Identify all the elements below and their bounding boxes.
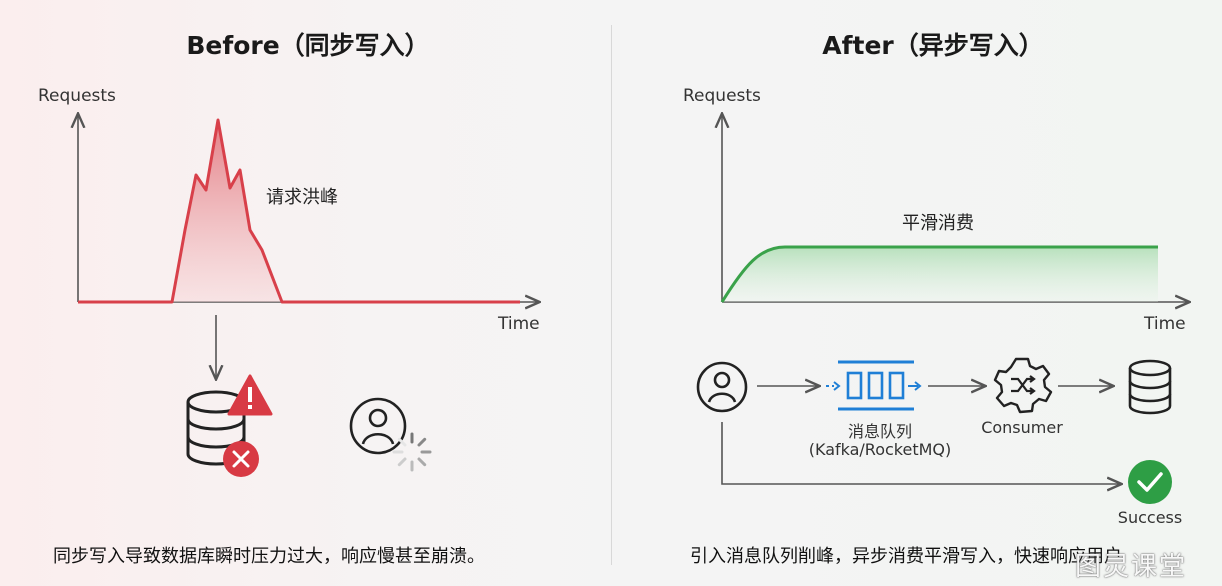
database-icon xyxy=(1128,359,1172,415)
after-title: After（异步写入） xyxy=(822,31,1044,60)
peak-label: 请求洪峰 xyxy=(266,187,338,208)
before-y-axis-label: Requests xyxy=(38,86,116,106)
before-chart xyxy=(78,115,538,378)
after-chart xyxy=(722,115,1188,302)
after-y-axis-label: Requests xyxy=(683,86,761,106)
consumer-label: Consumer xyxy=(981,418,1063,437)
message-queue-icon xyxy=(826,360,922,411)
user-icon xyxy=(696,361,748,413)
flow-label: 平滑消费 xyxy=(902,213,974,234)
request-spike-area xyxy=(172,120,282,302)
before-title: Before（同步写入） xyxy=(186,31,430,60)
after-x-axis-label: Time xyxy=(1144,314,1186,334)
before-x-axis-label: Time xyxy=(498,314,540,334)
request-spike-line xyxy=(78,118,520,304)
consumer-gear-icon xyxy=(993,357,1053,414)
queue-sublabel: (Kafka/RocketMQ) xyxy=(808,440,952,459)
after-caption: 引入消息队列削峰，异步消费平滑写入，快速响应用户 xyxy=(690,546,1122,567)
success-check-icon xyxy=(1128,460,1172,504)
panel-divider xyxy=(611,25,612,565)
error-x-icon xyxy=(223,441,259,477)
user-loading-icon xyxy=(349,397,432,472)
warning-icon xyxy=(227,374,273,416)
success-label: Success xyxy=(1117,508,1183,527)
smooth-consumption-line xyxy=(720,245,1158,303)
queue-label: 消息队列 xyxy=(847,422,912,441)
arrow-user-to-success xyxy=(721,422,1120,484)
before-caption: 同步写入导致数据库瞬时压力过大，响应慢甚至崩溃。 xyxy=(53,546,485,567)
watermark: 图灵课堂 xyxy=(1075,552,1188,582)
smooth-consumption-area xyxy=(722,247,1158,302)
